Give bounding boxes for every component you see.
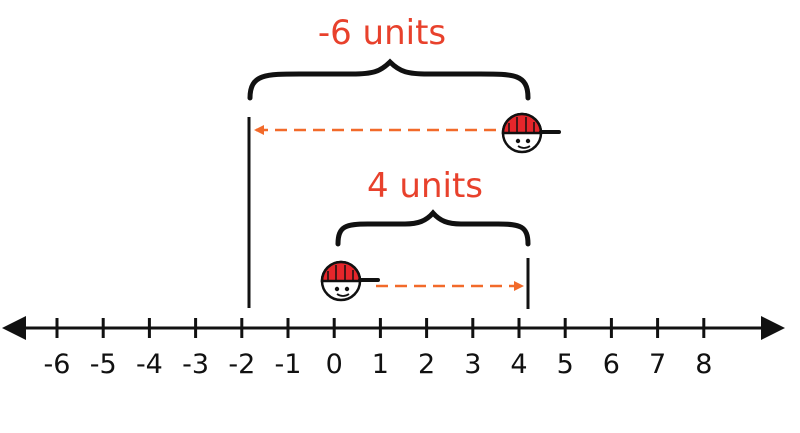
tick-label: 0 (326, 349, 343, 380)
bottom-move-label: 4 units (367, 166, 483, 206)
kid-face-icon (320, 260, 380, 302)
top-move-label: -6 units (318, 13, 446, 53)
tick-label: 7 (649, 349, 666, 380)
tick-label: -5 (90, 349, 117, 380)
bottom-brace (335, 209, 531, 247)
tick-label: 4 (510, 349, 527, 380)
tick-label: 1 (372, 349, 389, 380)
top-brace (247, 58, 531, 101)
tick-label: -4 (136, 349, 163, 380)
tick-label: 2 (418, 349, 435, 380)
tick-label: 3 (464, 349, 481, 380)
tick-label: -6 (44, 349, 71, 380)
tick-marks (55, 318, 706, 338)
tick-label: -2 (228, 349, 255, 380)
kid-face-icon (501, 112, 561, 154)
tick-label: 5 (557, 349, 574, 380)
tick-label: 6 (603, 349, 620, 380)
right-arrowhead (761, 316, 785, 340)
tick-label: 8 (695, 349, 712, 380)
tick-label: -1 (275, 349, 302, 380)
left-arrowhead (2, 316, 26, 340)
tick-label: -3 (182, 349, 209, 380)
